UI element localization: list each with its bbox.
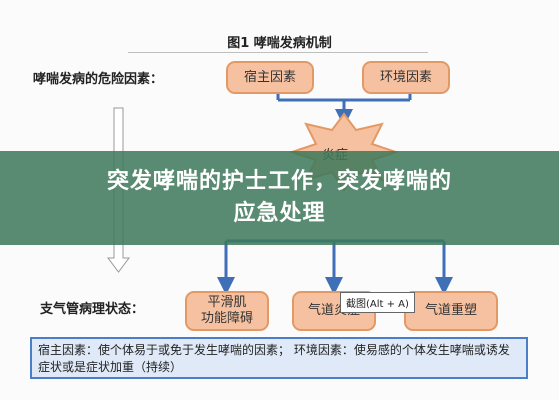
banner-line-2: 应急处理 (233, 201, 326, 226)
top-rule (128, 52, 428, 53)
host-factor-box: 宿主因素 (226, 61, 314, 94)
title-banner (0, 151, 559, 245)
smooth-muscle-box: 平滑肌 功能障碍 (185, 291, 269, 331)
definition-box: 宿主因素：使个体易于或免于发生哮喘的因素； 环境因素：使易感的个体发生哮喘或诱发… (30, 337, 528, 379)
airway-remodeling-box: 气道重塑 (404, 291, 498, 331)
pathology-label: 支气管病理状态： (40, 302, 145, 317)
screenshot-tooltip: 截图(Alt + A) (340, 292, 415, 313)
environment-factor-box: 环境因素 (362, 61, 450, 94)
banner-title: 突发哮喘的护士工作，突发哮喘的 应急处理 (0, 166, 559, 230)
banner-line-1: 突发哮喘的护士工作，突发哮喘的 (106, 169, 452, 194)
figure-title: 图1 哮喘发病机制 (227, 36, 332, 51)
risk-factors-label: 哮喘发病的危险因素： (33, 72, 164, 87)
